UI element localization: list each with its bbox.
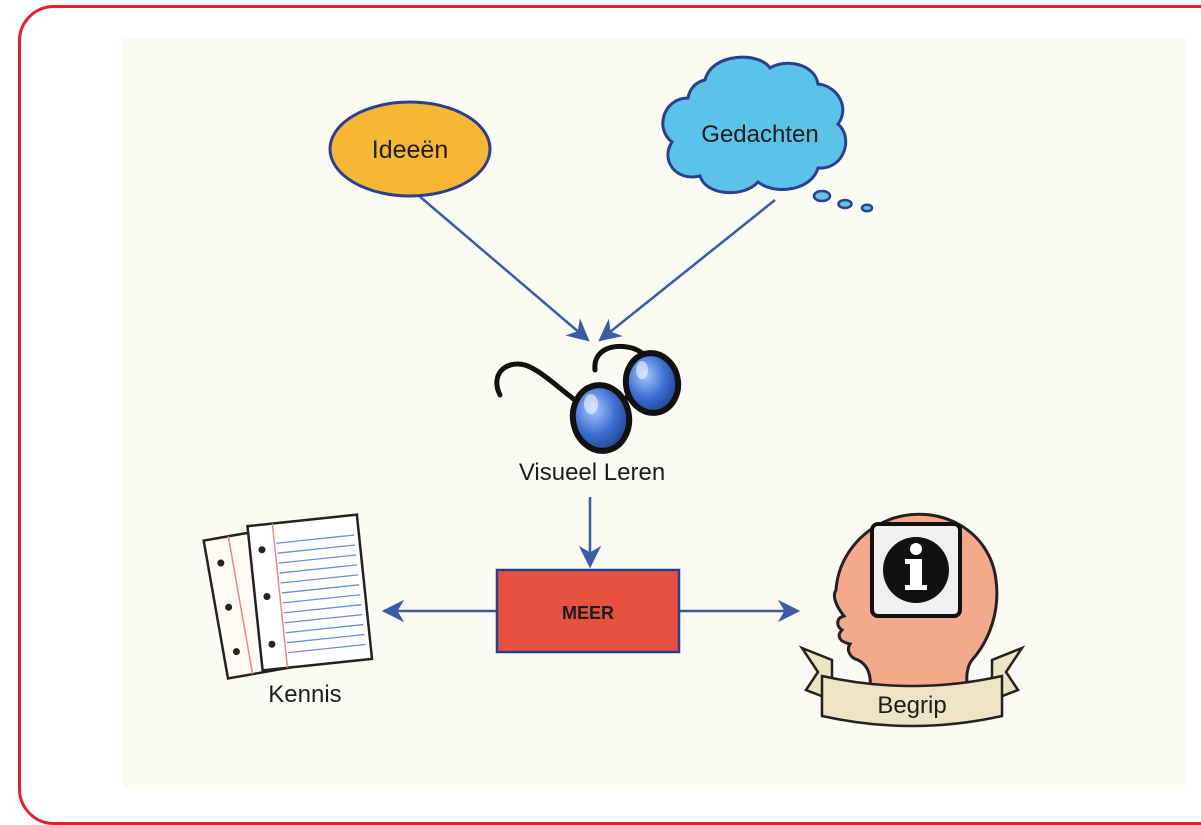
- notebook-pages-icon: [202, 513, 374, 680]
- cloud-icon: [661, 55, 848, 195]
- thought-bubble-dot: [860, 203, 874, 213]
- more-node: MEER: [495, 568, 681, 654]
- knowledge-label: Kennis: [268, 681, 341, 708]
- ideas-label: Ideeën: [372, 136, 448, 164]
- thought-bubble-dot: [812, 189, 832, 203]
- visual-learning-label: Visueel Leren: [519, 459, 665, 486]
- ideas-node: Ideeën: [328, 100, 492, 198]
- arrow-thoughts-to-visual: [598, 199, 776, 342]
- head-info-icon: [832, 512, 999, 692]
- more-label: MEER: [562, 603, 614, 623]
- arrow-ideas-to-visual: [417, 194, 590, 342]
- glasses-icon: [494, 344, 682, 454]
- thoughts-node: Gedachten: [661, 55, 874, 213]
- thought-bubble-dot: [837, 198, 853, 210]
- learning-diagram: Ideeën Gedachten Visueel Leren MEER: [202, 55, 1026, 728]
- understanding-label: Begrip: [877, 692, 946, 719]
- thoughts-label: Gedachten: [701, 121, 818, 148]
- arrows: [381, 194, 801, 623]
- banner-icon: [798, 645, 1026, 728]
